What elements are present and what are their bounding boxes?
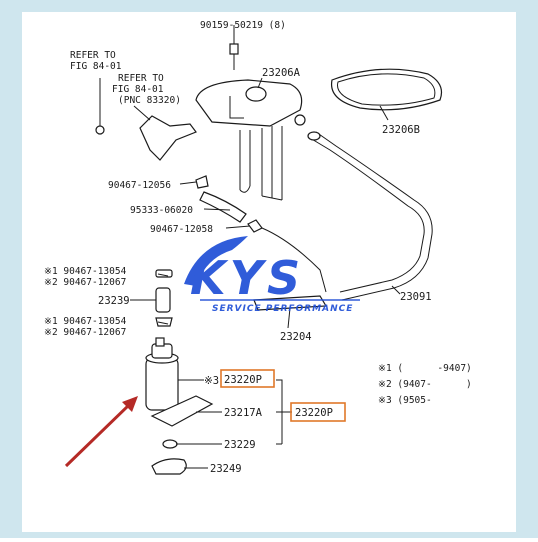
label-ring: 23229 bbox=[224, 439, 256, 451]
clip-part-1 bbox=[195, 175, 209, 189]
label-tube: 23091 bbox=[400, 291, 432, 303]
label-clip1: 90467-12056 bbox=[108, 180, 171, 191]
filter-part bbox=[150, 395, 214, 427]
gasket-part bbox=[330, 68, 443, 111]
ring-part bbox=[162, 439, 178, 449]
label-clip2: 90467-12058 bbox=[150, 224, 213, 235]
label-refer2-line1: REFER TO bbox=[118, 73, 164, 84]
label-cushion: 23249 bbox=[210, 463, 242, 475]
label-pump-ref: 23220P bbox=[295, 407, 333, 419]
legend-note-2: ※2 (9407- ) bbox=[378, 379, 472, 390]
highlight-box-pump-ref bbox=[290, 402, 346, 422]
bolt-part bbox=[229, 30, 239, 70]
hose-part bbox=[199, 191, 247, 223]
label-bolt: 90159-50219 (8) bbox=[200, 20, 286, 31]
label-pump-note: ※3 bbox=[204, 375, 219, 387]
fuel-pump-part bbox=[145, 337, 179, 411]
label-refer2-line2: FIG 84-01 bbox=[112, 84, 164, 95]
label-clip3-b: ※2 90467-12067 bbox=[44, 277, 126, 288]
label-refer1-line1: REFER TO bbox=[70, 50, 116, 61]
pipe-part bbox=[155, 287, 171, 313]
label-pump: 23220P bbox=[224, 374, 262, 386]
legend-note-3: ※3 (9505- bbox=[378, 395, 432, 406]
label-gasket: 23206B bbox=[382, 124, 420, 136]
clip-part-3 bbox=[155, 269, 173, 278]
red-arrow-icon bbox=[64, 396, 138, 468]
label-clip4-a: ※1 90467-13054 bbox=[44, 316, 127, 327]
label-refer1-line2: FIG 84-01 bbox=[70, 61, 122, 72]
watermark-logo-text: KYS bbox=[190, 251, 304, 305]
fuel-tube bbox=[309, 137, 425, 293]
label-clip3-a: ※1 90467-13054 bbox=[44, 266, 127, 277]
label-clip4-b: ※2 90467-12067 bbox=[44, 327, 126, 338]
legend-note-1: ※1 ( -9407) bbox=[378, 363, 472, 374]
label-filter: 23217A bbox=[224, 407, 263, 419]
label-hose: 95333-06020 bbox=[130, 205, 193, 216]
label-refer2-line3: (PNC 83320) bbox=[118, 95, 181, 106]
label-pipe: 23239 bbox=[98, 295, 130, 307]
kys-watermark: KYS SERVICE PERFORMANCE bbox=[184, 236, 360, 314]
highlight-box-pump bbox=[220, 369, 275, 388]
label-sub: 23204 bbox=[280, 331, 312, 343]
cushion-part bbox=[151, 458, 187, 475]
bracket-assembly bbox=[195, 79, 306, 201]
label-bracket: 23206A bbox=[262, 67, 301, 79]
watermark-tagline: SERVICE PERFORMANCE bbox=[212, 304, 353, 314]
